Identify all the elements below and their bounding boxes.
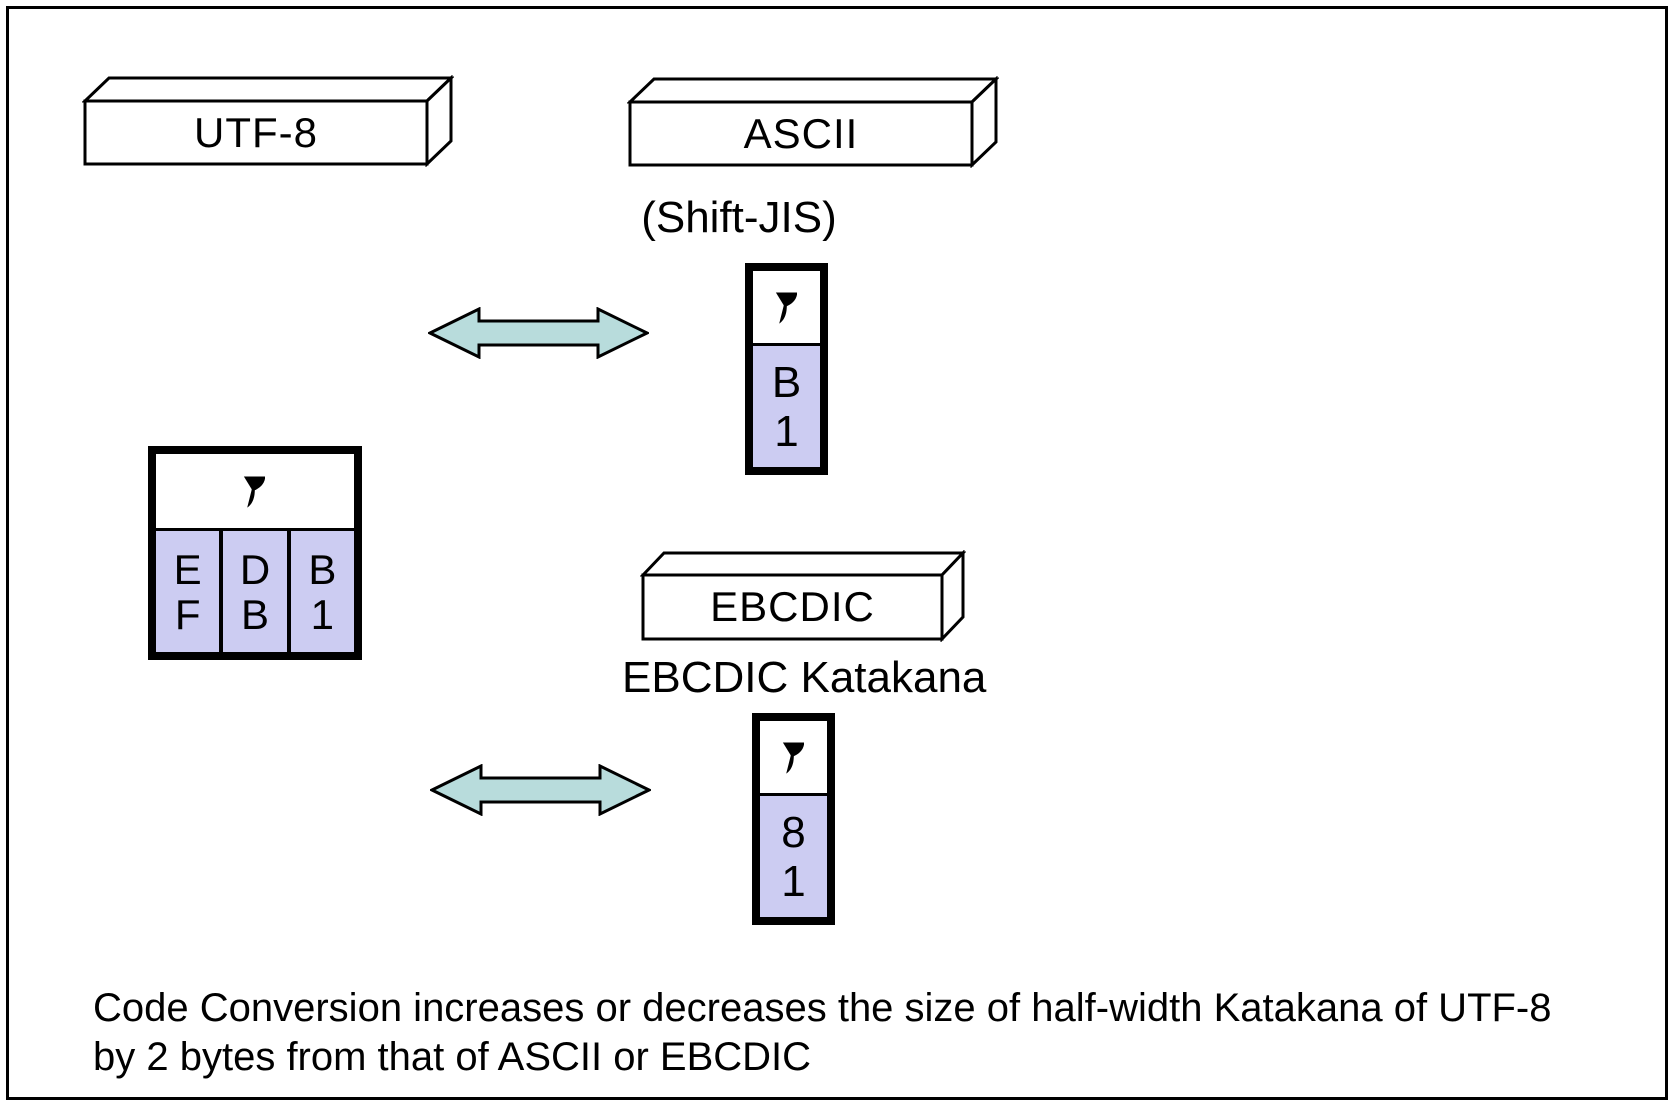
hex-digit: B [308,545,337,593]
cuboid-shape [627,76,999,168]
byte-value-row: E F D B B 1 [156,528,354,652]
katakana-a-icon [775,292,797,324]
katakana-a-icon [782,742,804,774]
hex-digit: 1 [781,856,806,906]
encoding-box-utf8: UTF-8 [82,75,454,167]
byte-value-cell: 8 1 [760,793,827,917]
hex-digit: F [174,590,201,638]
hex-digit: E [173,545,202,593]
caption: Code Conversion increases or decreases t… [93,984,1623,1082]
encoding-box-label-ebcdic: EBCDIC [710,583,875,630]
encoding-box-ascii: ASCII [627,76,999,168]
cuboid-shape [82,75,454,167]
katakana-cell [760,721,827,793]
double-arrow-icon [428,307,649,359]
shift-jis-label: (Shift-JIS) [641,193,837,242]
encoding-box-label-ascii: ASCII [743,109,859,157]
caption-line-2: by 2 bytes from that of ASCII or EBCDIC [93,1035,812,1079]
hex-digit: B [771,357,802,407]
byte-value-cell: D B [223,531,287,652]
hex-digit: 1 [774,406,799,456]
encoding-box-ebcdic: EBCDIC [640,550,966,642]
caption-line-1: Code Conversion increases or decreases t… [93,986,1552,1030]
byte-box-ebcdic: 8 1 [752,713,835,925]
outer-border [6,6,1668,1100]
katakana-cell [753,271,820,343]
byte-value-cell: B 1 [290,531,354,652]
katakana-a-icon [243,476,265,508]
hex-digit: B [240,590,269,638]
byte-value-cell: E F [156,531,220,652]
katakana-cell [156,454,354,528]
byte-value-cell: B 1 [753,343,820,467]
hex-digit: 8 [781,807,806,857]
double-arrow-icon [430,764,651,816]
cuboid-shape [640,550,966,642]
byte-box-utf8: E F D B B 1 [148,446,362,660]
ebcdic-katakana-label: EBCDIC Katakana [622,653,987,702]
byte-box-shift-jis: B 1 [745,263,828,475]
hex-digit: 1 [310,590,334,638]
encoding-box-label-utf8: UTF-8 [194,108,318,156]
hex-digit: D [239,545,271,593]
